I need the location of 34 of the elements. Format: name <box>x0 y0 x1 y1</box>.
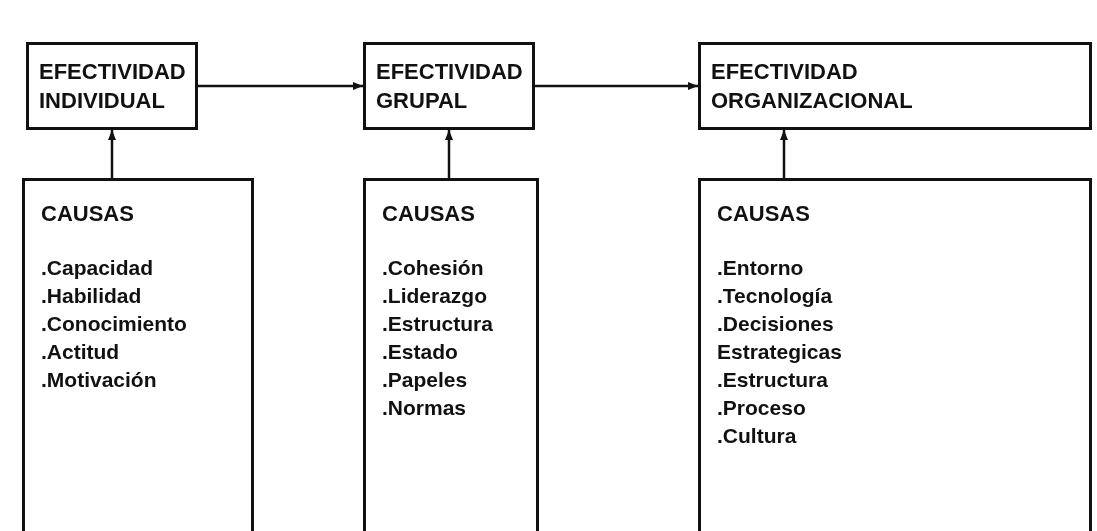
causes-box <box>363 178 539 531</box>
causes-box <box>22 178 254 531</box>
box-heading: EFECTIVIDAD INDIVIDUAL <box>39 58 186 115</box>
causes-box <box>698 178 1092 531</box>
list-item: .Entorno <box>717 255 805 281</box>
list-item: .Estado <box>382 339 459 365</box>
list-item: .Habilidad <box>41 283 143 309</box>
list-item: .Cohesión <box>382 255 485 281</box>
list-item: .Papeles <box>382 367 469 393</box>
list-item: .Motivación <box>41 367 158 393</box>
process-box <box>363 42 535 130</box>
list-item: .Estructura <box>382 311 494 337</box>
arrow <box>108 130 116 178</box>
arrow <box>535 82 698 90</box>
box-heading: EFECTIVIDAD GRUPAL <box>376 58 523 115</box>
list-item: .Liderazgo <box>382 283 488 309</box>
process-box <box>26 42 198 130</box>
arrow <box>445 130 453 178</box>
list-item: .Proceso <box>717 395 807 421</box>
list-item: .Actitud <box>41 339 121 365</box>
box-heading: EFECTIVIDAD ORGANIZACIONAL <box>711 58 913 115</box>
list-item: .Capacidad <box>41 255 155 281</box>
list-item: .Decisiones Estrategicas <box>717 311 843 365</box>
list-item: .Conocimiento <box>41 311 188 337</box>
box-heading: CAUSAS <box>717 200 811 228</box>
arrow <box>198 82 363 90</box>
list-item: .Cultura <box>717 423 798 449</box>
arrow <box>780 130 788 178</box>
box-heading: CAUSAS <box>41 200 135 228</box>
list-item: .Normas <box>382 395 468 421</box>
box-heading: CAUSAS <box>382 200 476 228</box>
list-item: .Estructura <box>717 367 829 393</box>
list-item: .Tecnología <box>717 283 834 309</box>
process-box <box>698 42 1092 130</box>
